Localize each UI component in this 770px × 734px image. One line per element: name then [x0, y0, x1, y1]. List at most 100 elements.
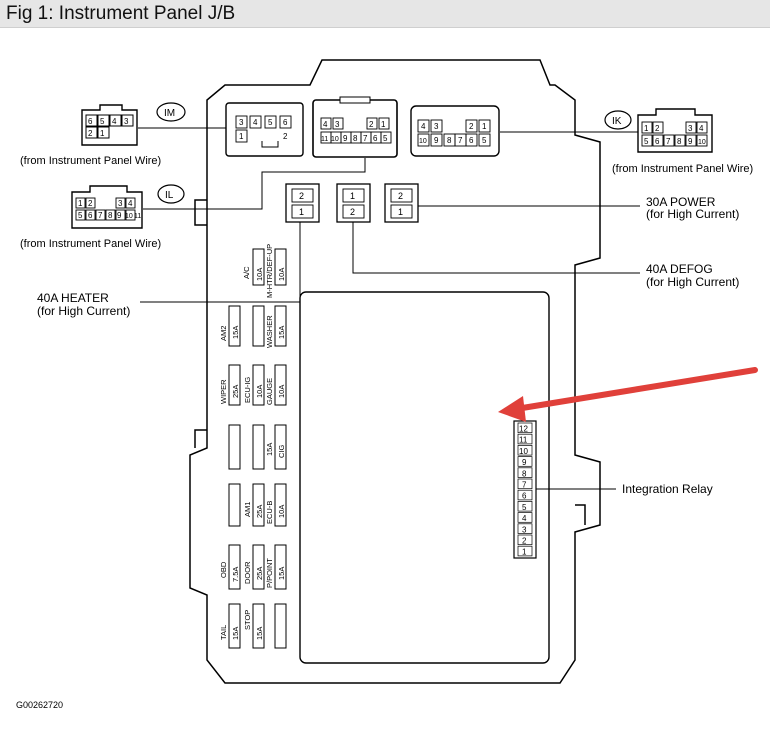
- block-il-pin-7: 7: [363, 134, 368, 143]
- fuse-label-am1: AM1: [243, 502, 252, 517]
- im-caption: (from Instrument Panel Wire): [20, 155, 161, 167]
- integration-relay-body: [299, 291, 550, 664]
- fuse-amp-cig: 15A: [265, 443, 274, 456]
- il-pin-9: 9: [117, 211, 122, 220]
- block-ik-pin-9: 9: [434, 136, 439, 145]
- ik-pin-10: 10: [698, 139, 706, 146]
- heater-relay-pin-2: 2: [299, 191, 304, 201]
- block-ik-pin-6: 6: [469, 136, 474, 145]
- fuse-amp-obd: 7.5A: [231, 567, 240, 582]
- connector-il: 1 2 3 4 5 6 7 8 9 10 11: [71, 185, 143, 229]
- defog-relay-pin-1: 1: [350, 191, 355, 201]
- connector-ik: 1 2 3 4 5 6 7 8 9 10: [637, 108, 713, 153]
- fuse-label-gauge: GAUGE: [265, 378, 274, 405]
- annotation-arrow-shaft: [507, 367, 758, 413]
- fuse-amp-stop: 15A: [255, 627, 264, 640]
- block-il-pin-10: 10: [331, 136, 339, 143]
- fuse-label-washer: WASHER: [265, 315, 274, 348]
- il-pin-8: 8: [108, 211, 113, 220]
- fuse-label-am2: AM2: [219, 326, 228, 341]
- page-title: Fig 1: Instrument Panel J/B: [6, 3, 236, 24]
- fuse-label-mirror-heater: M-HTR/DEF-UP: [265, 244, 274, 298]
- integration-relay-pin-label: 5: [522, 503, 527, 512]
- fuse-label-ecu-b: ECU-B: [265, 501, 274, 524]
- relay-defog: 1 2: [336, 183, 371, 223]
- ik-pin-3: 3: [688, 124, 693, 133]
- ik-pin-6: 6: [655, 137, 660, 146]
- fuse-label-cig: CIG: [277, 445, 286, 459]
- im-pin-2: 2: [88, 129, 93, 138]
- block-ik-pin-3: 3: [434, 122, 439, 131]
- integration-relay-pin-label: 7: [522, 481, 527, 490]
- block-im-pin-1: 1: [239, 132, 244, 141]
- il-pin-4: 4: [128, 199, 133, 208]
- integration-relay-callout: Integration Relay: [622, 482, 713, 496]
- ik-pin-7: 7: [666, 137, 671, 146]
- ik-pin-9: 9: [688, 137, 693, 146]
- im-pin-4: 4: [112, 117, 117, 126]
- block-il-pin-3: 3: [335, 120, 340, 129]
- il-caption: (from Instrument Panel Wire): [20, 238, 161, 250]
- integration-relay-pin-box: [517, 501, 533, 512]
- integration-relay-pin-label: 8: [522, 469, 527, 478]
- integration-relay-pin-label: 10: [519, 447, 528, 456]
- figure-code: G00262720: [16, 700, 63, 710]
- fuse-amp-p-point: 15A: [277, 567, 286, 580]
- integration-relay-pin-label: 3: [522, 525, 527, 534]
- integration-relay-pin-box: [517, 523, 533, 534]
- block-im-pin-6: 6: [283, 118, 288, 127]
- block-ik-pin-1: 1: [482, 122, 487, 131]
- ik-pin-5: 5: [644, 137, 649, 146]
- block-il-pin-4: 4: [323, 120, 328, 129]
- il-leader: [143, 158, 366, 210]
- heater-callout: 40A HEATER: [37, 291, 109, 305]
- fuse-label-p-point: P/POINT: [265, 558, 274, 588]
- ik-pin-4: 4: [699, 124, 704, 133]
- defog-leader: [352, 222, 640, 274]
- power-relay-pin-1: 1: [398, 207, 403, 217]
- block-connector-ik: 4 3 2 1 10 9 8 7 6 5: [410, 105, 500, 157]
- ik-badge: IK: [612, 116, 622, 127]
- il-pin-5: 5: [78, 211, 83, 220]
- fuse-label-obd: OBD: [219, 561, 228, 578]
- block-il-pin-11: 11: [321, 136, 328, 143]
- block-ik-pin-8: 8: [447, 136, 452, 145]
- integration-relay-pin-box: [517, 545, 533, 557]
- block-ik-pin-10: 10: [419, 138, 427, 145]
- fuse-amp-door: 25A: [255, 567, 264, 580]
- im-badge: IM: [164, 108, 175, 119]
- defog-relay-pin-2: 2: [350, 207, 355, 217]
- defog-callout: 40A DEFOG: [646, 262, 713, 276]
- annotation-arrow-head: [498, 396, 526, 422]
- fuse-amp-gauge: 10A: [277, 385, 286, 398]
- block-im-pin-4: 4: [253, 118, 258, 127]
- integration-relay-pin-box: [517, 478, 533, 490]
- block-connector-im: 3 4 5 6 1 2: [225, 102, 304, 157]
- block-il-pin-6: 6: [373, 134, 378, 143]
- fuse-amp-ac: 10A: [255, 268, 264, 281]
- block-ik-pin-2: 2: [469, 122, 474, 131]
- fuse-label-door: DOOR: [243, 561, 252, 584]
- integration-relay-pin-label: 1: [522, 548, 527, 557]
- il-pin-1: 1: [78, 199, 83, 208]
- im-pin-1: 1: [100, 129, 105, 138]
- integration-relay-pin-box: [517, 422, 533, 434]
- fuse-amp-mirror-heater: 10A: [277, 268, 286, 281]
- integration-relay-pin-label: 11: [519, 436, 528, 445]
- block-im-pin-2: 2: [283, 132, 288, 141]
- il-badge-oval: [157, 184, 185, 204]
- relay-power: 2 1: [384, 183, 419, 223]
- title-bar: Fig 1: Instrument Panel J/B: [0, 0, 770, 28]
- fuse-label-tail: TAIL: [219, 625, 228, 640]
- il-badge: IL: [165, 190, 174, 201]
- ik-caption: (from Instrument Panel Wire): [612, 163, 753, 175]
- power-relay-pin-2: 2: [398, 191, 403, 201]
- block-connector-il: 4 3 2 1 11 10 9 8 7 6 5: [312, 96, 398, 158]
- block-il-pin-1: 1: [381, 120, 386, 129]
- im-badge-oval: [156, 102, 186, 122]
- im-pin-6: 6: [88, 117, 93, 126]
- block-ik-pin-7: 7: [458, 136, 463, 145]
- fuse-amp-am2: 15A: [231, 326, 240, 339]
- integration-relay-pin-box: [517, 534, 533, 546]
